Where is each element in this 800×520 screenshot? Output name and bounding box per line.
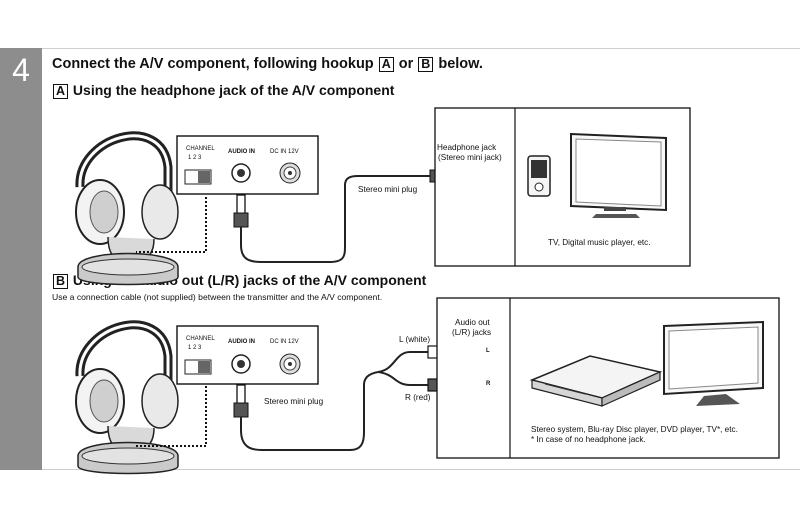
r-jack-mark: R xyxy=(486,381,491,387)
section-b-channel-numbers: 1 2 3 xyxy=(188,345,202,351)
step-sidebar xyxy=(0,48,42,470)
section-a-title: A Using the headphone jack of the A/V co… xyxy=(52,82,394,99)
l-jack-mark: L xyxy=(486,348,490,354)
section-a-channel-label: CHANNEL xyxy=(186,146,215,152)
section-b-dc-in-label: DC IN 12V xyxy=(270,339,299,345)
hookup-a-marker: A xyxy=(378,57,394,72)
top-divider xyxy=(42,48,800,49)
section-b-audio-in-label: AUDIO IN xyxy=(228,339,255,345)
hookup-b-marker: B xyxy=(418,57,434,72)
headphone-jack-label-1: Headphone jack xyxy=(437,143,497,152)
red-plug-label: R (red) xyxy=(405,393,431,402)
section-a-tv xyxy=(570,132,667,218)
headphone-jack-label-2: (Stereo mini jack) xyxy=(438,153,502,162)
section-b-device-caption-1: Stereo system, Blu-ray Disc player, DVD … xyxy=(531,425,738,434)
audio-out-label-2: (L/R) jacks xyxy=(452,328,492,337)
section-b-device-caption-2: * In case of no headphone jack. xyxy=(531,435,646,444)
section-b-note: Use a connection cable (not supplied) be… xyxy=(52,292,383,302)
step-title: Connect the A/V component, following hoo… xyxy=(52,56,483,72)
bottom-divider xyxy=(42,469,800,470)
section-b-transmitter xyxy=(176,325,319,385)
section-b-letter: B xyxy=(53,274,69,289)
section-a-transmitter xyxy=(176,135,319,195)
section-a-headphones xyxy=(76,136,178,285)
audio-out-label-1: Audio out xyxy=(455,318,490,327)
section-a-plug-label: Stereo mini plug xyxy=(358,185,418,194)
digital-music-player xyxy=(527,155,551,197)
section-a-letter: A xyxy=(53,84,69,99)
section-a-dc-in-label: DC IN 12V xyxy=(270,149,299,155)
section-b-plug-label: Stereo mini plug xyxy=(264,397,324,406)
white-plug-label: L (white) xyxy=(399,335,431,344)
section-b-channel-label: CHANNEL xyxy=(186,336,215,342)
section-a-channel-numbers: 1 2 3 xyxy=(188,155,202,161)
section-a-audio-in-label: AUDIO IN xyxy=(228,149,255,155)
step-number: 4 xyxy=(12,52,30,88)
section-a-device-caption: TV, Digital music player, etc. xyxy=(548,238,651,247)
section-b-headphones xyxy=(76,325,178,474)
section-b-tv xyxy=(663,320,764,406)
disc-player xyxy=(529,355,663,407)
